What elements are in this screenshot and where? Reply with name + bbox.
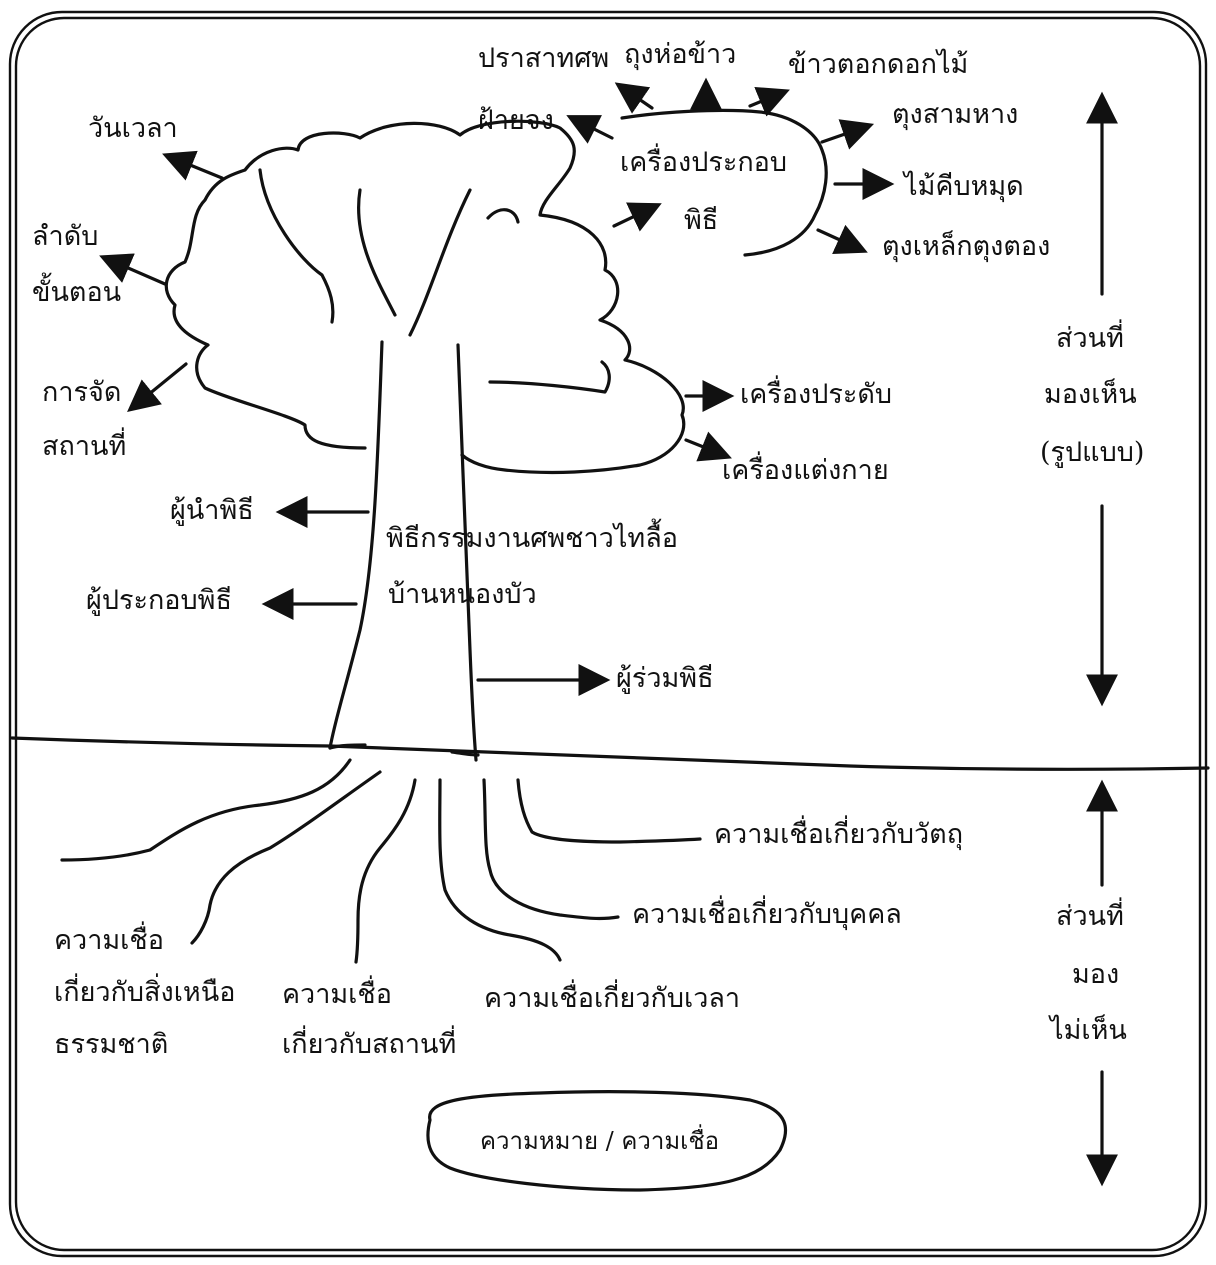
arrow-to-equipment	[612, 202, 662, 232]
root-place	[354, 778, 417, 964]
outer-frame	[8, 10, 1208, 1258]
label-lamdap: ลำดับ	[32, 221, 99, 252]
equipment-loop	[620, 108, 828, 257]
root-person	[482, 778, 620, 921]
canopy-branch	[486, 208, 520, 224]
label-invisible-line3: ไม่เห็น	[1050, 1015, 1127, 1046]
trunk-base	[450, 750, 480, 757]
arrow-to-tung-sam-hang	[820, 119, 875, 150]
arrow-to-lamdap	[99, 253, 167, 286]
arrow-to-fai-chong	[566, 115, 614, 144]
canopy-branch	[258, 168, 335, 324]
label-belief-place-line2: เกี่ยวกับสถานที่	[282, 1029, 457, 1060]
label-khrueang-taeng-kai: เครื่องแต่งกาย	[722, 455, 889, 486]
label-belief-place-line1: ความเชื่อ	[282, 979, 392, 1010]
label-visible-line2: มองเห็น	[1044, 379, 1137, 410]
arrow-to-khao-tok	[748, 86, 790, 117]
label-belief-time: ความเชื่อเกี่ยวกับเวลา	[484, 983, 741, 1014]
arrow-to-prasat-sop	[614, 82, 654, 114]
label-phu-ruam-phithi: ผู้ร่วมพิธี	[616, 663, 714, 694]
tree-canopy	[164, 119, 686, 475]
label-khao-tok-dok-mai: ข้าวตอกดอกไม้	[788, 49, 969, 80]
label-title-line2: บ้านหนองบัว	[388, 579, 537, 610]
canopy-branch	[357, 188, 397, 317]
trunk-base	[328, 743, 367, 750]
label-belief-person: ความเชื่อเกี่ยวกับบุคคล	[632, 899, 902, 930]
ground-line	[10, 736, 1210, 771]
label-wan-wela: วันเวลา	[88, 113, 178, 144]
arrow-to-khrueang-taeng-kai	[684, 431, 732, 462]
root-time	[438, 778, 562, 962]
label-invisible-line1: ส่วนที่	[1056, 901, 1124, 932]
tree-trunk-left	[328, 340, 384, 750]
label-tung-sam-hang: ตุงสามหาง	[892, 99, 1019, 130]
core-ellipse	[426, 1090, 788, 1192]
label-core-meaning: ความหมาย / ความเชื่อ	[480, 1127, 720, 1155]
label-mai-khib-mut: ไม้คีบหมุด	[904, 171, 1024, 202]
label-prasat-sop: ปราสาทศพ	[478, 43, 610, 74]
label-kan-chat: การจัด	[42, 377, 122, 408]
root-object	[516, 778, 702, 844]
label-belief-object: ความเชื่อเกี่ยวกับวัตถุ	[714, 819, 964, 850]
inner-frame	[14, 16, 1202, 1252]
root-supernatural-upper	[60, 758, 352, 862]
label-invisible-line2: มอง	[1072, 959, 1120, 990]
label-phithi: พิธี	[684, 205, 719, 236]
label-belief-super-line3: ธรรมชาติ	[54, 1029, 169, 1060]
label-khan-ton: ขั้นตอน	[32, 277, 122, 308]
arrow-to-wan-wela	[162, 150, 224, 181]
canopy-branch	[488, 360, 611, 394]
label-khrueang-prakop: เครื่องประกอบ	[620, 147, 788, 178]
label-visible-line1: ส่วนที่	[1056, 323, 1124, 354]
tree-trunk-right	[456, 343, 478, 762]
label-belief-super-line2: เกี่ยวกับสิ่งเหนือ	[54, 977, 236, 1008]
label-phu-prakop-phithi: ผู้ประกอบพิธี	[86, 585, 232, 616]
root-supernatural-lower	[190, 770, 382, 945]
label-visible-line3: (รูปแบบ)	[1040, 437, 1145, 468]
arrow-to-tung-lek	[816, 224, 868, 254]
label-tung-lek-tung-tong: ตุงเหล็กตุงตอง	[882, 231, 1051, 262]
label-belief-super-line1: ความเชื่อ	[54, 925, 164, 956]
label-sathanthi: สถานที่	[42, 431, 127, 462]
arrow-to-kan-chat	[127, 362, 188, 413]
label-phu-nam-phithi: ผู้นำพิธี	[170, 495, 254, 526]
label-title-line1: พิธีกรรมงานศพชาวไทลื้อ	[386, 523, 678, 554]
canopy-branch	[408, 188, 472, 337]
label-fai-chong: ฝ้ายจง	[478, 105, 554, 136]
label-khrueang-pradap: เครื่องประดับ	[740, 379, 893, 410]
label-tung-ho-khao: ถุงห่อข้าว	[624, 39, 737, 70]
